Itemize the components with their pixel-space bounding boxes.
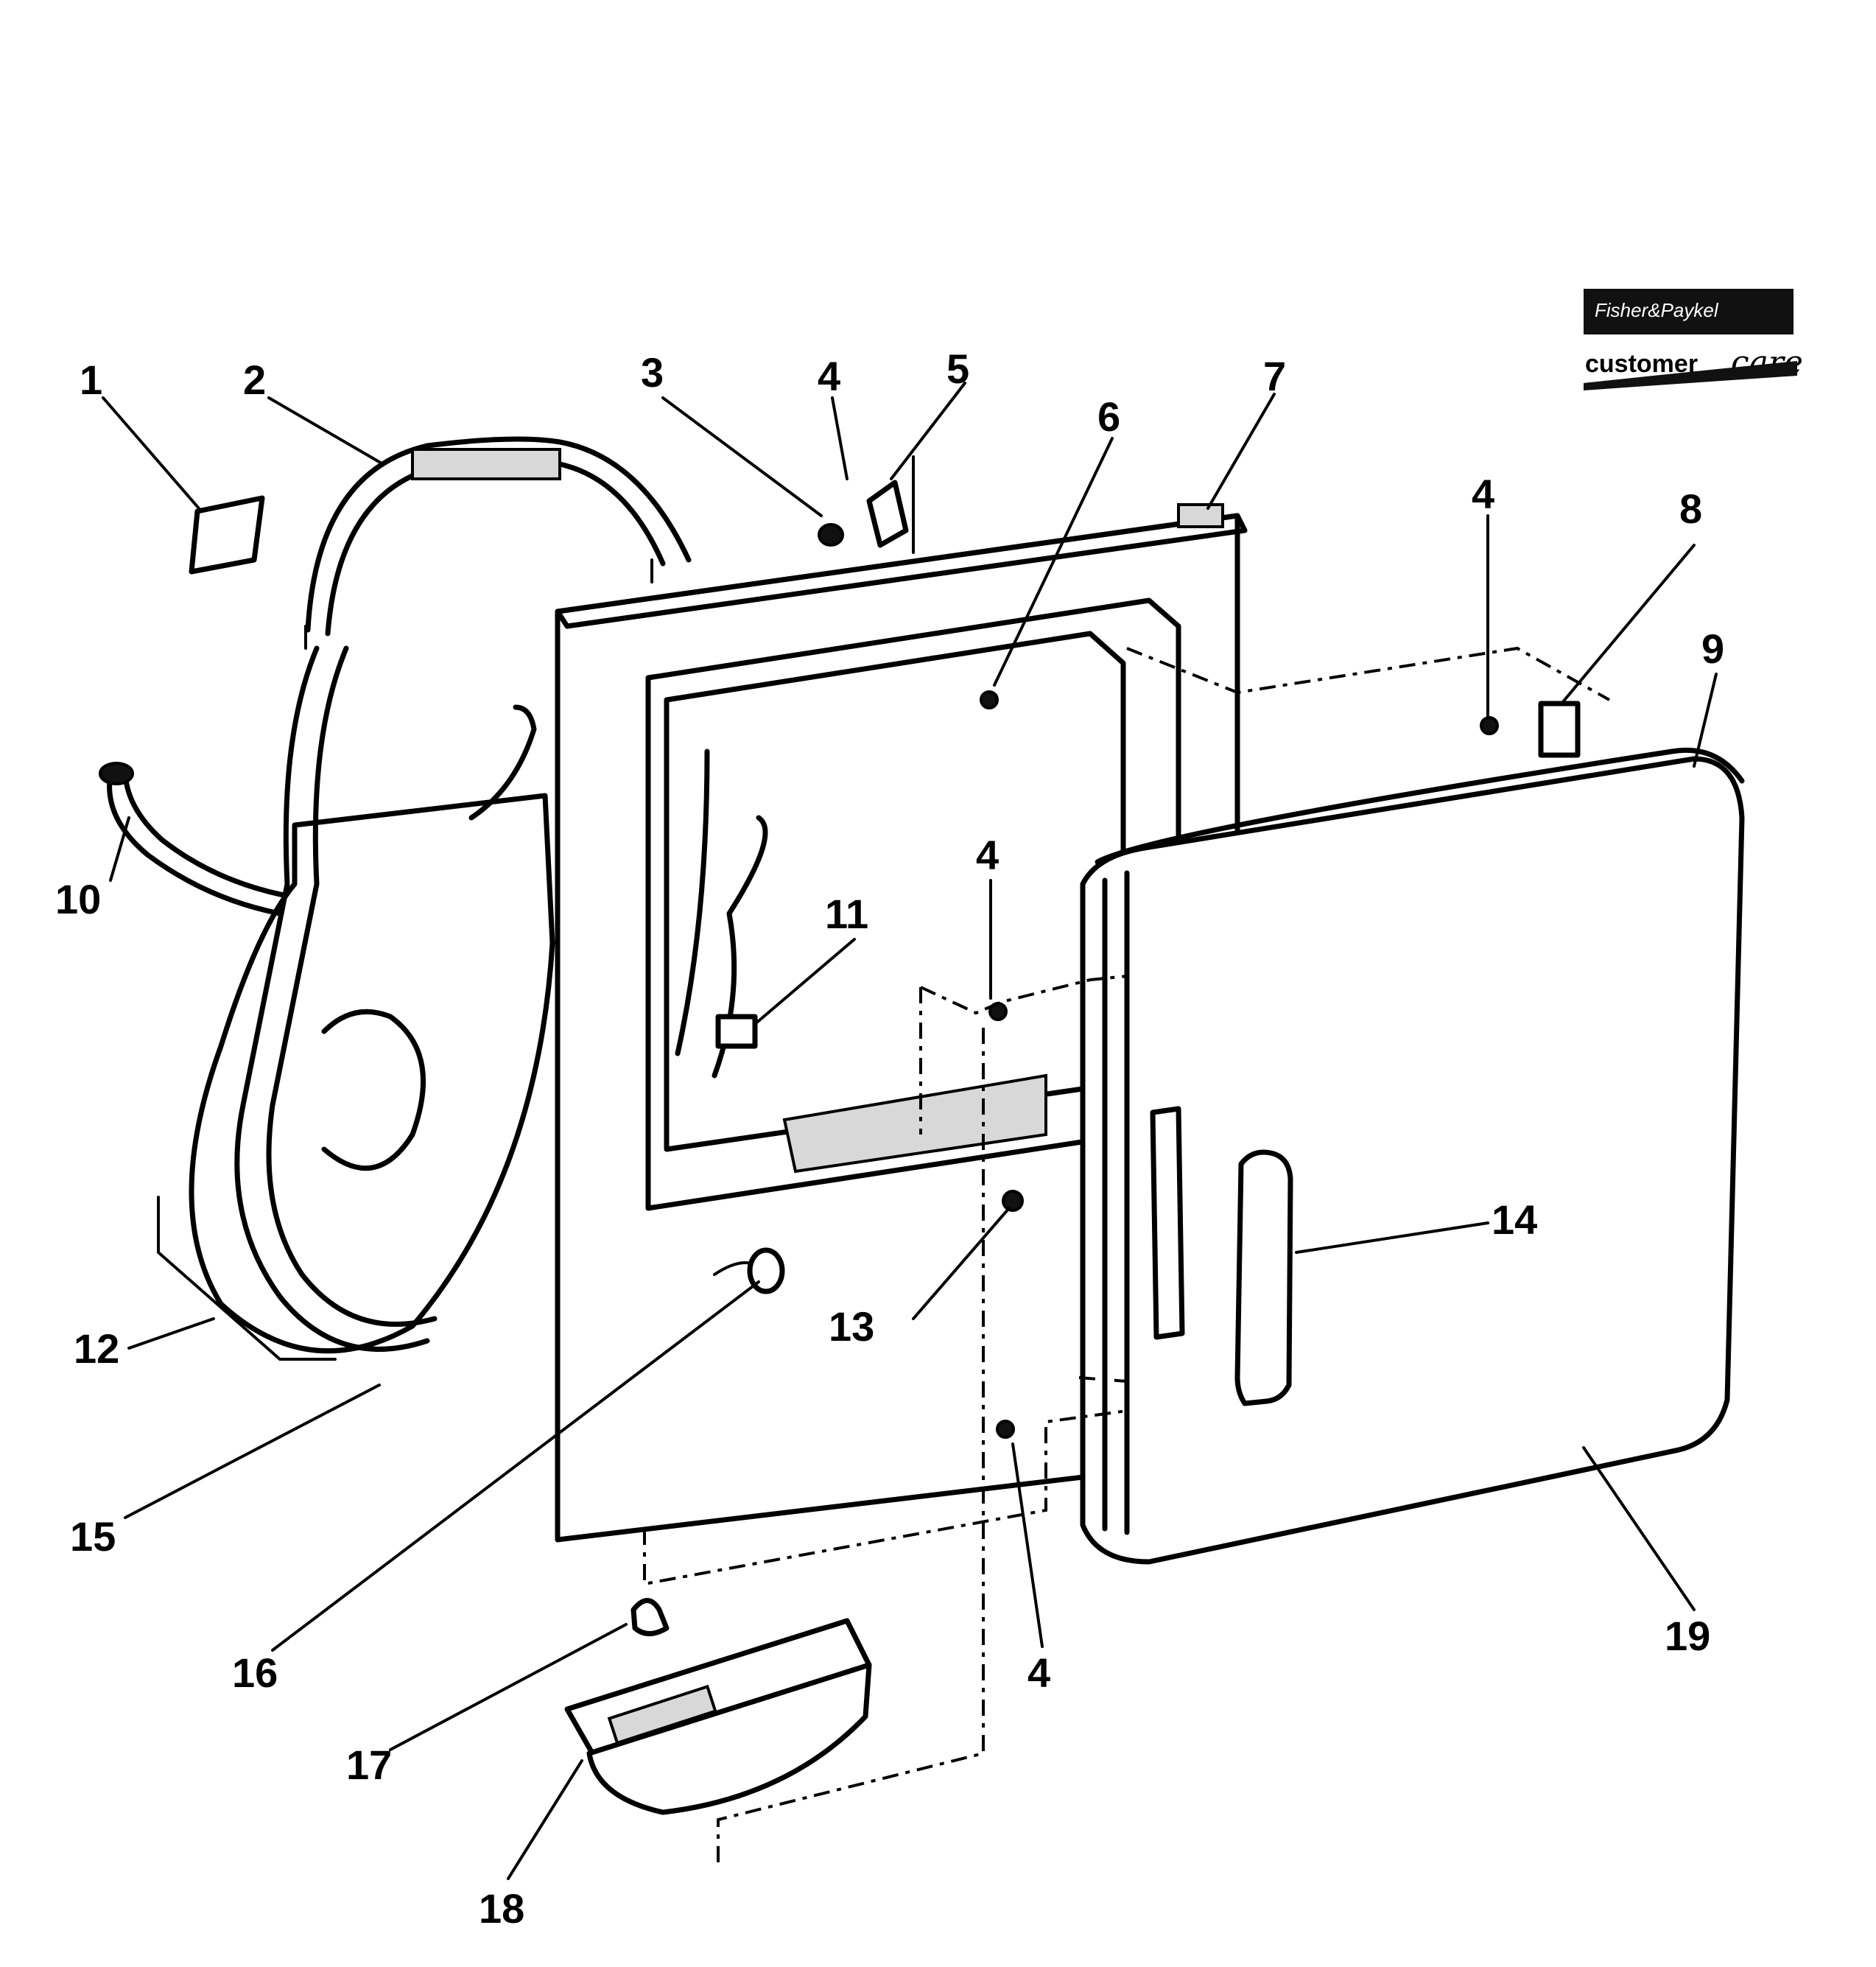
callout-4-middle: 4 — [976, 832, 999, 878]
callout-12: 12 — [74, 1325, 119, 1372]
part-4-screws — [980, 690, 1499, 1439]
callout-3: 3 — [641, 349, 664, 396]
callout-2: 2 — [243, 357, 266, 403]
part-19-door — [1080, 747, 1745, 1565]
brand-logo-text: Fisher&Paykel — [1595, 299, 1719, 321]
leader-lines — [102, 382, 1718, 1880]
callout-4-bottom: 4 — [1027, 1649, 1050, 1696]
callout-18: 18 — [479, 1885, 524, 1932]
assembly-guide-lines — [643, 646, 1610, 1864]
callout-10: 10 — [55, 876, 101, 922]
callout-9: 9 — [1701, 625, 1724, 672]
callout-1: 1 — [80, 357, 102, 403]
callout-6: 6 — [1097, 393, 1120, 440]
callout-16: 16 — [232, 1649, 278, 1696]
part-1-label — [189, 495, 265, 575]
callout-14: 14 — [1492, 1196, 1537, 1243]
part-8-bracket — [1538, 701, 1581, 758]
callout-4-right: 4 — [1472, 471, 1494, 517]
part-17-foot — [630, 1598, 670, 1636]
callout-11: 11 — [825, 891, 868, 937]
callout-labels: 1 2 3 4 5 6 7 4 8 9 10 4 11 14 12 13 15 … — [55, 346, 1724, 1932]
part-3-5-hinge — [818, 455, 915, 554]
part-18-filter-tray — [564, 1618, 872, 1815]
callout-17: 17 — [346, 1742, 392, 1788]
part-2-seal-bracket — [304, 436, 692, 650]
part-10-hose — [99, 762, 287, 916]
callout-5: 5 — [946, 346, 969, 392]
brand-logo: Fisher&Paykel customer care — [1584, 289, 1803, 390]
callout-7: 7 — [1263, 353, 1286, 399]
callout-4-top: 4 — [818, 353, 840, 399]
callout-19: 19 — [1665, 1613, 1710, 1659]
part-12-15-seal-assembly — [157, 645, 555, 1361]
callout-15: 15 — [70, 1513, 116, 1560]
callout-13: 13 — [829, 1303, 874, 1350]
part-11-latch — [675, 748, 768, 1079]
part-13-screw — [1002, 1190, 1024, 1212]
callout-8: 8 — [1679, 485, 1702, 532]
